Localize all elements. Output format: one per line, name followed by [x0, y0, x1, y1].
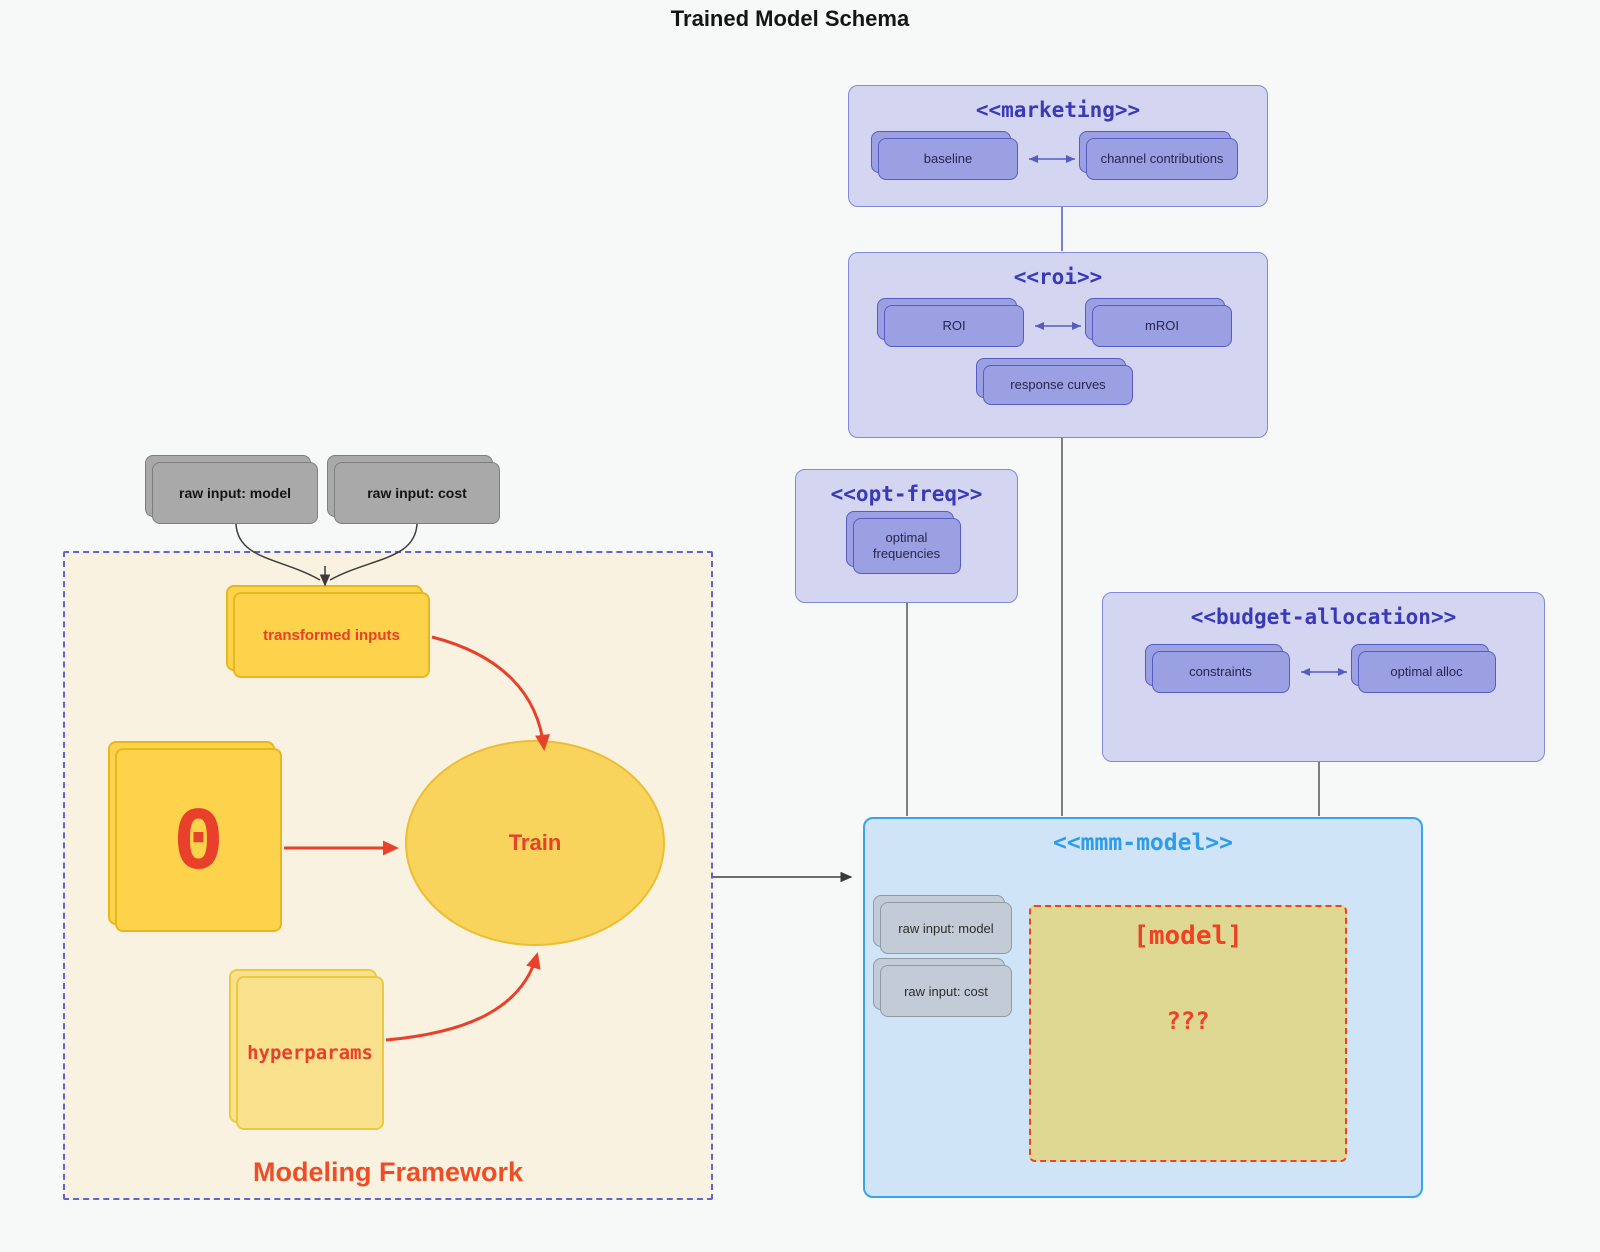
mmm-node-raw-input-cost: raw input: cost — [873, 958, 1012, 1017]
node-optimal-alloc-label: optimal alloc — [1390, 663, 1463, 679]
node-response-curves: response curves — [976, 358, 1133, 405]
mmm-node-raw-input-model: raw input: model — [873, 895, 1012, 954]
opt-freq-row: optimal frequencies — [845, 511, 961, 574]
node-transformed-inputs-label: transformed inputs — [263, 626, 400, 644]
node-constraints: constraints — [1144, 644, 1290, 693]
node-constraints-label: constraints — [1189, 663, 1252, 679]
marketing-title: <<marketing>> — [975, 98, 1141, 122]
mmm-raw-input-cost-label: raw input: cost — [904, 983, 988, 999]
bidirectional-arrow-icon — [1035, 322, 1081, 330]
node-optimal-frequencies-label: optimal frequencies — [872, 529, 941, 561]
budget-allocation-container: <<budget-allocation>> constraints optima… — [1102, 592, 1545, 762]
node-baseline: baseline — [871, 131, 1018, 180]
node-hyperparams: hyperparams — [229, 969, 384, 1130]
opt-freq-container: <<opt-freq>> optimal frequencies — [795, 469, 1018, 603]
node-theta: Θ — [108, 741, 282, 932]
node-hyperparams-label: hyperparams — [247, 1042, 373, 1064]
node-optimal-alloc: optimal alloc — [1350, 644, 1496, 693]
model-box-label: [model] — [1133, 921, 1243, 951]
node-train-label: Train — [508, 830, 562, 855]
node-raw-input-cost-label: raw input: cost — [367, 485, 467, 501]
roi-container: <<roi>> ROI mROI response curves — [848, 252, 1268, 438]
opt-freq-title: <<opt-freq>> — [830, 482, 983, 506]
node-baseline-label: baseline — [923, 150, 973, 166]
node-optimal-frequencies: optimal frequencies — [845, 511, 961, 574]
node-channel-contributions-label: channel contributions — [1100, 150, 1224, 166]
node-raw-input-cost: raw input: cost — [327, 455, 500, 524]
budget-allocation-title: <<budget-allocation>> — [1190, 605, 1457, 629]
diagram-title: Trained Model Schema — [670, 6, 910, 31]
model-box-question: ??? — [1166, 1007, 1210, 1035]
roi-row: ROI mROI — [877, 298, 1232, 347]
node-transformed-inputs: transformed inputs — [226, 585, 430, 678]
bidirectional-arrow-icon — [1029, 155, 1075, 163]
mmm-model-container: <<mmm-model>> raw input: model raw input… — [863, 817, 1423, 1198]
node-raw-input-model-label: raw input: model — [179, 485, 291, 501]
bidirectional-arrow-icon — [1300, 668, 1347, 676]
node-train-ellipse: Train — [405, 740, 665, 946]
node-mroi-label: mROI — [1145, 317, 1179, 333]
roi-bottom-row: response curves — [976, 358, 1133, 405]
node-roi-label: ROI — [942, 317, 966, 333]
theta-symbol: Θ — [174, 793, 223, 887]
node-response-curves-label: response curves — [1010, 376, 1106, 392]
mmm-model-title: <<mmm-model>> — [1052, 830, 1233, 856]
roi-title: <<roi>> — [1013, 265, 1103, 289]
budget-allocation-row: constraints optimal alloc — [1144, 644, 1496, 693]
node-mroi: mROI — [1085, 298, 1232, 347]
marketing-row: baseline channel contributions — [871, 131, 1238, 180]
node-channel-contributions: channel contributions — [1079, 131, 1238, 180]
model-placeholder-box: [model] ??? — [1029, 905, 1347, 1162]
mmm-raw-input-model-label: raw input: model — [898, 920, 994, 936]
modeling-framework-label: Modeling Framework — [252, 1157, 524, 1187]
node-raw-input-model: raw input: model — [145, 455, 318, 524]
marketing-container: <<marketing>> baseline channel contribut… — [848, 85, 1268, 207]
node-roi: ROI — [877, 298, 1024, 347]
